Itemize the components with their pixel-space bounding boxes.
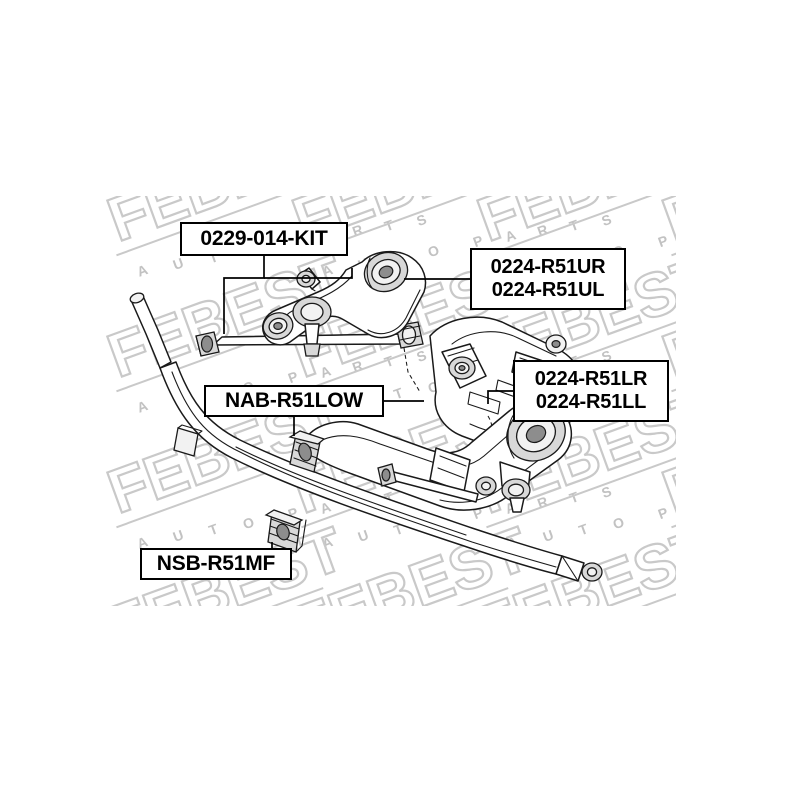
lower-arm-nut — [475, 476, 497, 496]
upper-arm-rear-bushing — [363, 251, 409, 293]
lower-control-arm — [288, 400, 572, 513]
label-kit-line-0: 0229-014-KIT — [200, 227, 328, 250]
leader-lower-arm — [487, 390, 513, 404]
stabilizer-bushing-part — [264, 509, 307, 553]
upper-arm-ball-joint — [292, 296, 332, 357]
label-upper-arm-line-1: 0224-R51UL — [491, 279, 605, 301]
label-upper-arm-line-0: 0224-R51UR — [490, 256, 606, 278]
label-lower-arm-line-0: 0224-R51LR — [534, 368, 648, 390]
lower-link-bolt — [377, 463, 479, 503]
leader-lines — [223, 256, 513, 548]
lower-arm-ball-joint — [499, 461, 531, 513]
label-stab-bushing-line-0: NSB-R51MF — [156, 552, 276, 575]
leader-kit-branch — [264, 268, 353, 279]
leader-kit — [223, 256, 265, 334]
label-lower-arm-line-1: 0224-R51LL — [535, 391, 647, 413]
label-lower-arm-bushing[interactable]: NAB-R51LOW — [204, 385, 384, 417]
label-lower-control-arm[interactable]: 0224-R51LR 0224-R51LL — [513, 360, 669, 422]
upper-control-arm — [262, 250, 427, 357]
label-kit[interactable]: 0229-014-KIT — [180, 222, 348, 256]
link-lower-bushing — [195, 331, 220, 357]
label-stabilizer-bushing[interactable]: NSB-R51MF — [140, 548, 292, 580]
upper-arm-mount-bracket — [441, 343, 487, 389]
upper-arm-front-bushing — [262, 312, 294, 340]
label-upper-control-arm[interactable]: 0224-R51UR 0224-R51UL — [470, 248, 626, 310]
stabilizer-bar — [129, 292, 603, 582]
stabilizer-bar-end-nut — [581, 562, 603, 582]
stabilizer-bushing-upper — [173, 424, 203, 457]
lower-arm-front-bushing — [288, 430, 326, 473]
subframe-washer — [545, 334, 567, 354]
label-arm-bushing-line-0: NAB-R51LOW — [225, 389, 363, 412]
